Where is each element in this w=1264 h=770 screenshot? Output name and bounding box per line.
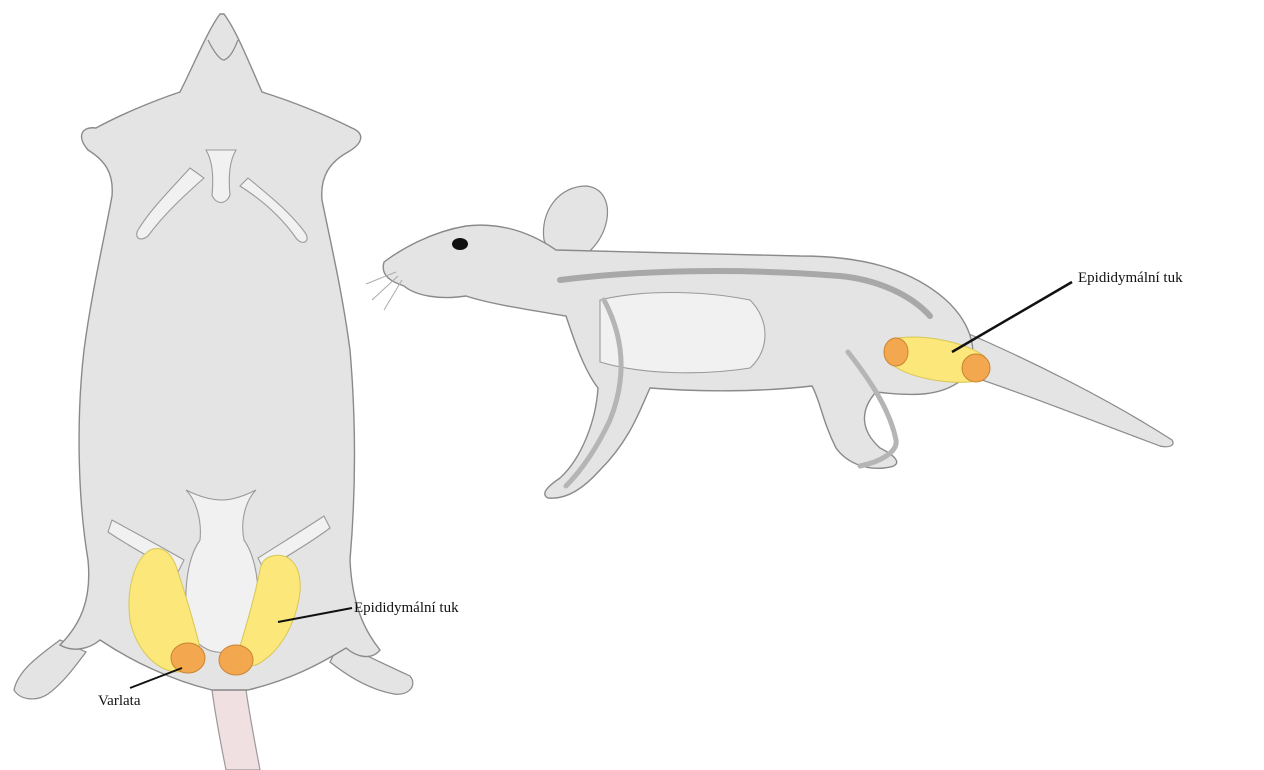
lateral-ribcage xyxy=(600,293,765,373)
lateral-fat-label: Epididymální tuk xyxy=(1078,270,1183,286)
ventral-right-testis xyxy=(219,645,253,675)
ventral-testes-label: Varlata xyxy=(98,693,141,709)
lateral-tail xyxy=(958,330,1173,447)
lateral-view-mouse xyxy=(366,186,1173,498)
lateral-testis-front xyxy=(884,338,908,366)
ventral-left-testis xyxy=(171,643,205,673)
lateral-whiskers xyxy=(366,272,402,310)
lateral-testis-back xyxy=(962,354,990,382)
ventral-view-mouse xyxy=(14,14,413,770)
ventral-fat-label: Epididymální tuk xyxy=(354,600,459,616)
lateral-eye xyxy=(452,238,468,250)
ventral-tail xyxy=(212,690,260,770)
lateral-fat-leader-line xyxy=(952,282,1072,352)
